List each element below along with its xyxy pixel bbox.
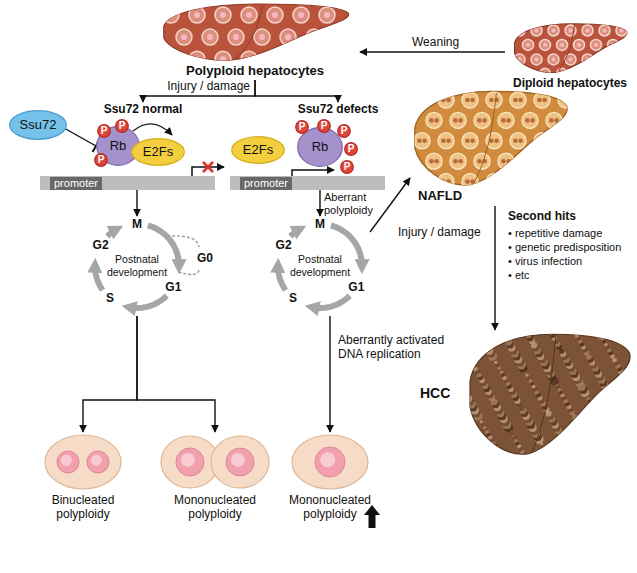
node-text: S xyxy=(281,291,305,305)
node-text: Mononucleated polyploidy xyxy=(282,494,378,522)
node-text: G1 xyxy=(161,280,185,294)
liver-outline xyxy=(164,4,349,60)
node-text: Diploid hepatocytes xyxy=(505,77,635,91)
cycle-arrow xyxy=(128,296,167,308)
cell-illustration: Mononucleated polyploidy xyxy=(158,432,272,532)
node-text: E2Fs xyxy=(143,145,173,160)
node-text: G2 xyxy=(272,238,296,252)
cycle-arrow xyxy=(278,264,286,290)
protein-ellipse: E2Fs xyxy=(231,136,285,164)
connector xyxy=(64,128,96,146)
cycle-arrow xyxy=(290,229,301,237)
liver-illustration: NAFLD xyxy=(410,88,570,206)
annotation: • virus infection xyxy=(508,255,582,268)
node-text: P xyxy=(119,121,126,131)
node-text: Binucleated polyploidy xyxy=(35,494,131,522)
node-text: Rb xyxy=(110,139,127,154)
liver-outline xyxy=(470,334,630,454)
node-shape xyxy=(420,330,635,460)
liver-illustration: HCC xyxy=(420,330,635,460)
node-text: HCC xyxy=(420,385,462,401)
transcription-arrow xyxy=(292,170,334,176)
node-text: Rb xyxy=(312,140,329,155)
node-text: P xyxy=(341,126,348,136)
phospho-circle: P xyxy=(317,119,331,133)
annotation: Second hits xyxy=(508,210,576,224)
protein-ellipse: Ssu72 xyxy=(9,110,67,140)
node-text: G0 xyxy=(193,251,217,265)
node-text: G1 xyxy=(344,280,368,294)
phospho-circle: P xyxy=(344,142,358,156)
node-text: NAFLD xyxy=(418,189,488,204)
phospho-circle: P xyxy=(295,120,309,134)
liver-illustration: Diploid hepatocytes xyxy=(505,22,635,98)
phospho-circle: P xyxy=(340,160,354,174)
cell-illustration: Mononucleated polyploidy xyxy=(282,432,378,532)
connector xyxy=(137,316,215,432)
node-text: G2 xyxy=(89,238,113,252)
edge-label: Weaning xyxy=(412,36,472,50)
edge-label: Aberrantly activated DNA replication xyxy=(338,334,452,362)
phospho-circle: P xyxy=(115,119,129,133)
node-text: P xyxy=(98,155,105,165)
connector xyxy=(83,316,137,432)
phospho-circle: P xyxy=(337,124,351,138)
node-text: Postnatal development xyxy=(106,253,168,279)
node-text: Mononucleated polyploidy xyxy=(158,494,272,522)
node-text: promoter xyxy=(50,177,102,190)
promoter-bar: promoter xyxy=(230,176,385,190)
liver-outline xyxy=(415,91,567,185)
connector xyxy=(143,80,255,102)
liver-illustration: Polyploid hepatocytes xyxy=(150,2,360,80)
phospho-circle: P xyxy=(97,124,111,138)
connector xyxy=(494,206,495,330)
node-text: Ssu72 normal xyxy=(104,103,183,117)
annotation: • repetitive damage xyxy=(508,227,602,240)
edge-label: Injury / damage xyxy=(164,80,250,94)
node-text: Ssu72 defects xyxy=(298,103,379,117)
promoter-bar: promoter xyxy=(40,176,215,190)
phospho-circle: P xyxy=(94,153,108,167)
node-text: P xyxy=(321,121,328,131)
node-text: P xyxy=(344,162,351,172)
cell-cycle: MG2G0G1SPostnatal development xyxy=(87,216,187,316)
exit-path xyxy=(167,236,199,275)
annotation: • genetic predisposition xyxy=(508,241,621,254)
cell-cycle: M G2G1S Postnatal development xyxy=(270,216,370,316)
cycle-arrow xyxy=(107,229,118,237)
node-text: P xyxy=(348,144,355,154)
connector xyxy=(319,190,320,216)
curved-arrow xyxy=(133,124,172,135)
branch-heading: Ssu72 defects xyxy=(290,102,386,117)
node-text: Postnatal development xyxy=(289,253,351,279)
branch-heading: Ssu72 normal xyxy=(98,102,188,117)
node-text: P xyxy=(101,126,108,136)
block-cross xyxy=(203,162,213,172)
node-text: Polyploid hepatocytes xyxy=(150,64,360,79)
protein-ellipse: E2Fs xyxy=(131,138,185,166)
connector xyxy=(360,51,505,52)
node-text: P xyxy=(299,122,306,132)
node-text: Ssu72 xyxy=(20,118,57,133)
connector xyxy=(329,316,330,432)
node-text: M xyxy=(125,217,149,231)
connector xyxy=(136,190,137,216)
connector xyxy=(255,80,338,102)
node-text: M xyxy=(308,217,332,231)
node-text: promoter xyxy=(240,177,292,190)
edge-label: Aberrant polyploidy xyxy=(324,191,380,217)
annotation: • etc xyxy=(508,269,530,282)
cell-illustration: Binucleated polyploidy xyxy=(35,432,131,532)
increase-arrow xyxy=(364,505,380,528)
node-text: S xyxy=(98,291,122,305)
liver-outline xyxy=(515,24,627,73)
cycle-arrow xyxy=(311,296,350,308)
annotation: Injury / damage xyxy=(398,226,481,240)
cycle-arrow xyxy=(95,264,103,290)
node-text: E2Fs xyxy=(243,143,273,158)
